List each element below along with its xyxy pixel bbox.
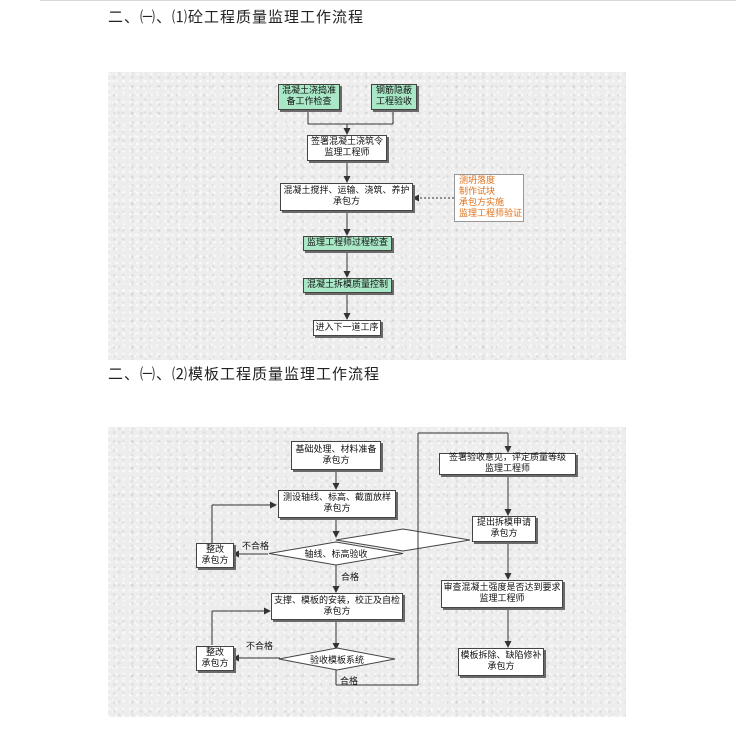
- mixing-line2: 承包方: [332, 197, 360, 207]
- next-step-label: 进入下一道工序: [315, 322, 379, 333]
- removal-repair-box: 模板拆除、缺陷修补 承包方: [458, 648, 544, 676]
- pour-order-box: 签署混凝土浇筑令 监理工程师: [307, 135, 387, 161]
- support-line2: 承包方: [323, 606, 351, 617]
- sign-opinion-box: 签署验收意见，评定质量等级 监理工程师: [439, 453, 576, 475]
- mixing-line1: 混凝土搅拌、运输、浇筑、养护: [283, 186, 410, 196]
- rectify-1-line1: 整改: [205, 544, 224, 555]
- note-line2: 制作试块: [459, 187, 496, 197]
- formwork-flow-connectors: [211, 432, 512, 686]
- review-strength-line1: 审查混凝土强度是否达到要求: [443, 583, 561, 593]
- formwork-flow-heading: 二、㈠、⑵模板工程质量监理工作流程: [108, 365, 381, 383]
- rectify-1-line2: 承包方: [201, 555, 229, 566]
- axis-check-label: 轴线、标高验收: [304, 550, 368, 560]
- base-prep-box: 基础处理、材料准备 承包方: [291, 441, 381, 470]
- concrete-flowchart-panel: 混凝土浇捣准 备工作检查 钢筋隐蔽 工程验收 签署混凝土浇筑令 监理工程师 混凝…: [108, 72, 626, 360]
- prep-work-check-box: 混凝土浇捣准 备工作检查: [278, 84, 340, 110]
- rebar-acceptance-box: 钢筋隐蔽 工程验收: [371, 84, 417, 110]
- rectify-box-2: 整改 承包方: [196, 646, 234, 671]
- sign-opinion-line2: 监理工程师: [484, 464, 530, 474]
- fail-label-2: 不合格: [246, 642, 274, 652]
- note-line3: 承包方实施: [459, 198, 505, 208]
- base-prep-line1: 基础处理、材料准备: [295, 444, 377, 455]
- slump-test-note: 测坍落度 制作试块 承包方实施 监理工程师验证: [454, 174, 524, 222]
- rectify-box-1: 整改 承包方: [196, 543, 234, 568]
- axis-check-diamond: [268, 541, 404, 566]
- removal-control-label: 混凝土拆模质量控制: [306, 280, 388, 290]
- layout-setting-box: 测设轴线、标高、截面放样 承包方: [278, 490, 396, 518]
- pass-label-1: 合格: [341, 573, 360, 583]
- rebar-check-line1: 钢筋隐蔽: [375, 86, 412, 96]
- removal-repair-line2: 承包方: [487, 662, 515, 672]
- note-line1: 测坍落度: [459, 176, 496, 186]
- apply-removal-line2: 承包方: [490, 529, 518, 539]
- rectify-2-line1: 整改: [205, 647, 224, 658]
- support-line1: 支撑、模板的安装，校正及自检: [273, 595, 400, 606]
- pour-order-line1: 签署混凝土浇筑令: [310, 137, 383, 147]
- layout-line2: 承包方: [323, 504, 351, 514]
- apply-removal-line1: 提出拆模申请: [476, 518, 531, 528]
- layout-line1: 测设轴线、标高、截面放样: [282, 493, 391, 503]
- rectify-2-line2: 承包方: [201, 658, 229, 669]
- base-prep-line2: 承包方: [322, 455, 350, 466]
- page-top-rule: [40, 0, 736, 1]
- apply-removal-box: 提出拆模申请 承包方: [472, 516, 536, 542]
- review-strength-box: 审查混凝土强度是否达到要求 监理工程师: [441, 580, 563, 608]
- formwork-flowchart-panel: 基础处理、材料准备 承包方 测设轴线、标高、截面放样 承包方 轴线、标高验收 整…: [108, 427, 626, 717]
- mixing-transport-box: 混凝土搅拌、运输、浇筑、养护 承包方: [280, 183, 413, 211]
- process-check-label: 监理工程师过程检查: [306, 238, 388, 248]
- prep-check-line1: 混凝土浇捣准: [281, 86, 336, 96]
- next-step-box: 进入下一道工序: [313, 320, 381, 336]
- formwork-removal-control-box: 混凝土拆模质量控制: [303, 278, 392, 293]
- fail-label-1: 不合格: [242, 542, 270, 552]
- concrete-flow-heading: 二、㈠、⑴砼工程质量监理工作流程: [108, 8, 365, 26]
- pass-label-2: 合格: [340, 677, 359, 687]
- rebar-check-line2: 工程验收: [375, 97, 412, 107]
- note-line4: 监理工程师验证: [459, 209, 523, 219]
- pour-order-line2: 监理工程师: [324, 148, 370, 158]
- removal-repair-line1: 模板拆除、缺陷修补: [460, 651, 542, 661]
- process-check-box: 监理工程师过程检查: [303, 236, 392, 251]
- review-strength-line2: 监理工程师: [479, 594, 525, 604]
- formwork-check-label: 验收模板系统: [309, 655, 364, 666]
- concrete-flow-connectors: [307, 110, 454, 320]
- prep-check-line2: 备工作检查: [286, 97, 332, 107]
- formwork-check-diamond: [278, 647, 396, 671]
- sign-opinion-line1: 签署验收意见，评定质量等级: [448, 453, 566, 463]
- support-install-box: 支撑、模板的安装，校正及自检 承包方: [271, 593, 403, 620]
